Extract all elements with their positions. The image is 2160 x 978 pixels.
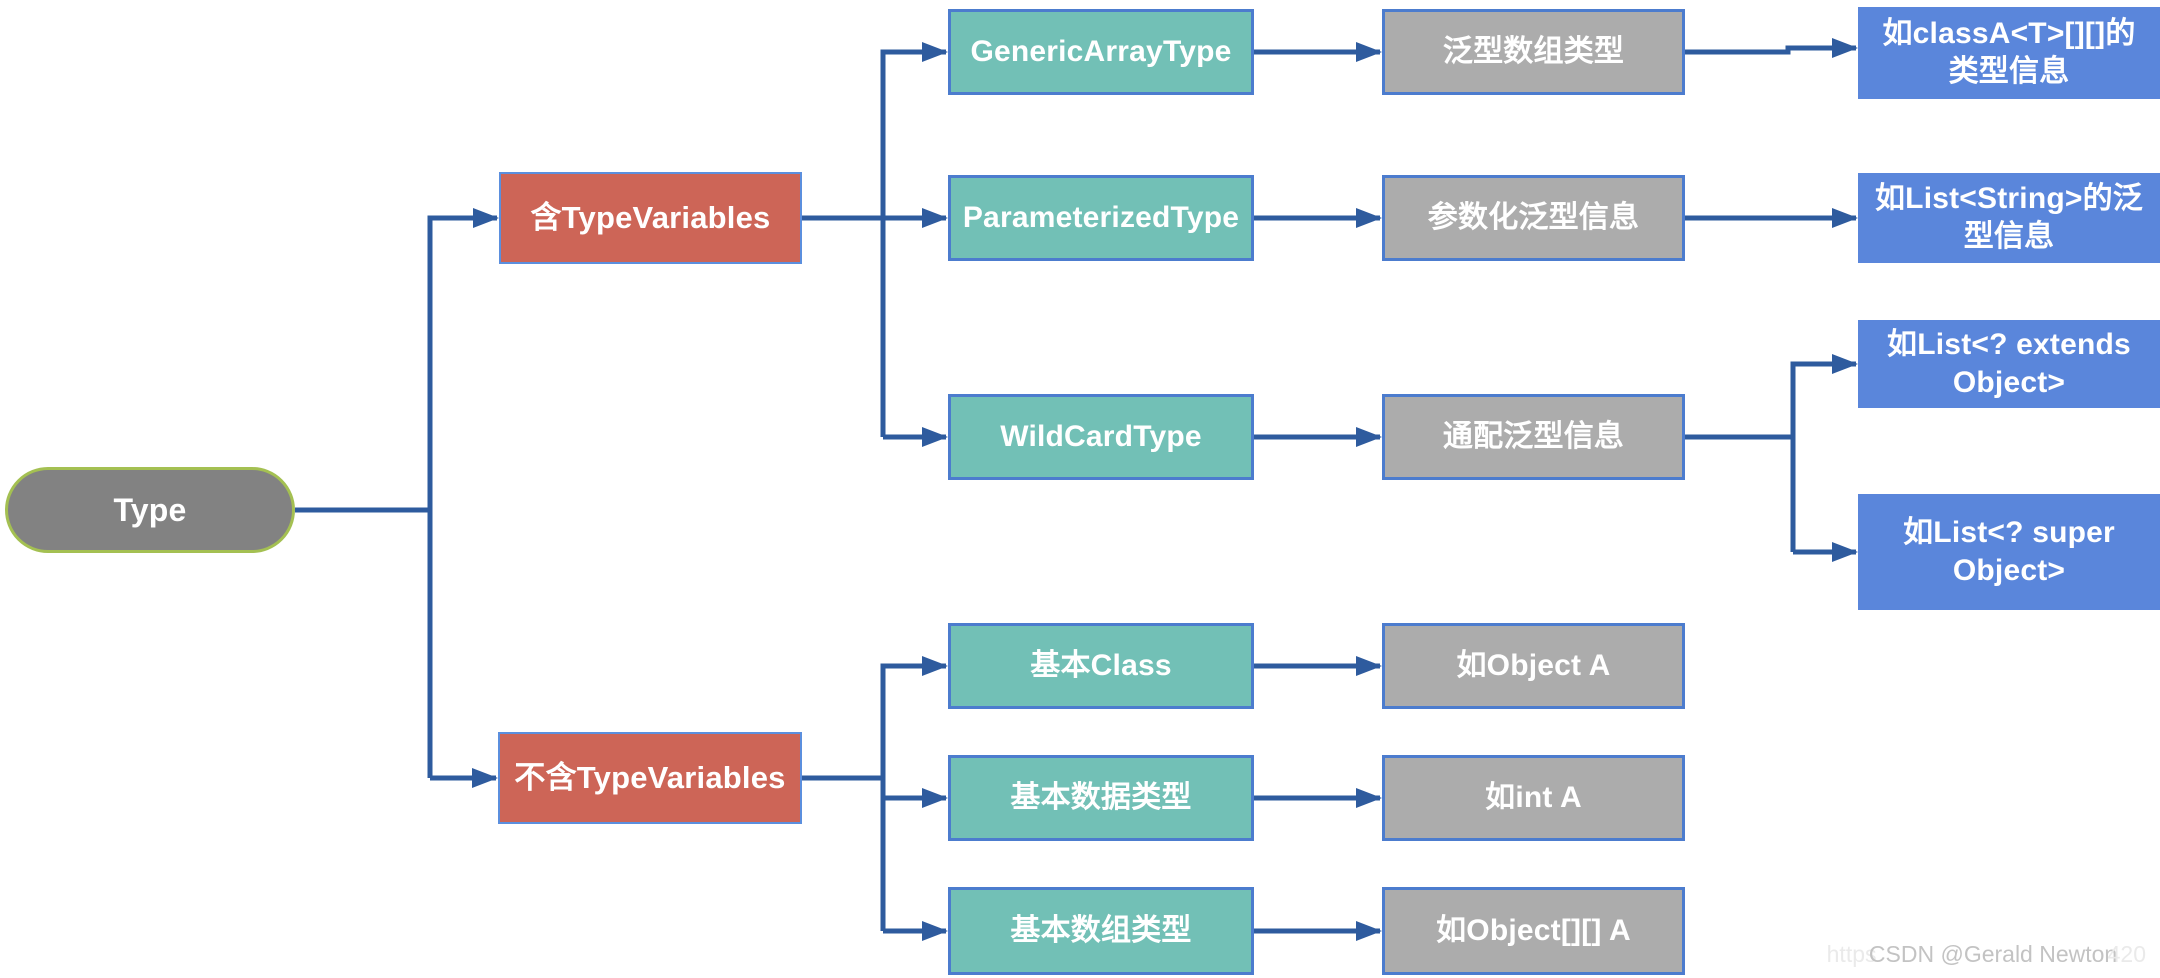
watermark-faint-url-tail: 420 <box>2107 941 2146 967</box>
desc-wildcard-type: 通配泛型信息 <box>1382 394 1685 480</box>
desc-generic-array-type: 泛型数组类型 <box>1382 9 1685 95</box>
desc-basic-primitive: 如int A <box>1382 755 1685 841</box>
desc-basic-array: 如Object[][] A <box>1382 887 1685 975</box>
node-genericarraytype: GenericArrayType <box>948 9 1254 95</box>
example-line: 如List<? extends <box>1887 327 2131 361</box>
node-basic-class: 基本Class <box>948 623 1254 709</box>
example-line: 如List<String>的泛 <box>1874 181 2144 215</box>
example-wildcard-super: 如List<? super Object> <box>1858 494 2160 610</box>
edge-to-list-extends <box>1790 354 1858 552</box>
edge-to-with-typevariables <box>427 208 499 778</box>
node-wildcardtype: WildCardType <box>948 394 1254 480</box>
desc-parameterized-type: 参数化泛型信息 <box>1382 175 1685 261</box>
edge-to-genericarraytype <box>880 42 948 437</box>
example-line: 如List<? super <box>1903 515 2115 549</box>
root-node-type: Type <box>5 467 295 553</box>
edge-desc-example-classa <box>1685 38 1858 58</box>
example-wildcard-extends: 如List<? extends Object> <box>1858 320 2160 408</box>
example-line: Object> <box>1952 554 2066 587</box>
watermark-faint-url: https <box>1826 941 1877 967</box>
node-parameterizedtype: ParameterizedType <box>948 175 1254 261</box>
branch-with-typevariables: 含TypeVariables <box>499 172 802 264</box>
desc-basic-class: 如Object A <box>1382 623 1685 709</box>
example-line: 型信息 <box>1963 220 2055 253</box>
watermark-text: CSDN @Gerald Newton <box>1868 941 2118 967</box>
example-generic-array: 如classA<T>[][]的 类型信息 <box>1858 7 2160 99</box>
node-basic-array-type: 基本数组类型 <box>948 887 1254 975</box>
edge-to-basic-class <box>880 656 948 931</box>
example-line: 如classA<T>[][]的 <box>1882 16 2136 50</box>
example-parameterized: 如List<String>的泛 型信息 <box>1858 173 2160 263</box>
example-line: 类型信息 <box>1948 55 2070 88</box>
watermark: https CSDN @Gerald Newton 420 <box>1827 941 2146 968</box>
branch-without-typevariables: 不含TypeVariables <box>498 732 802 824</box>
example-line: Object> <box>1952 366 2066 399</box>
node-basic-primitive-type: 基本数据类型 <box>948 755 1254 841</box>
